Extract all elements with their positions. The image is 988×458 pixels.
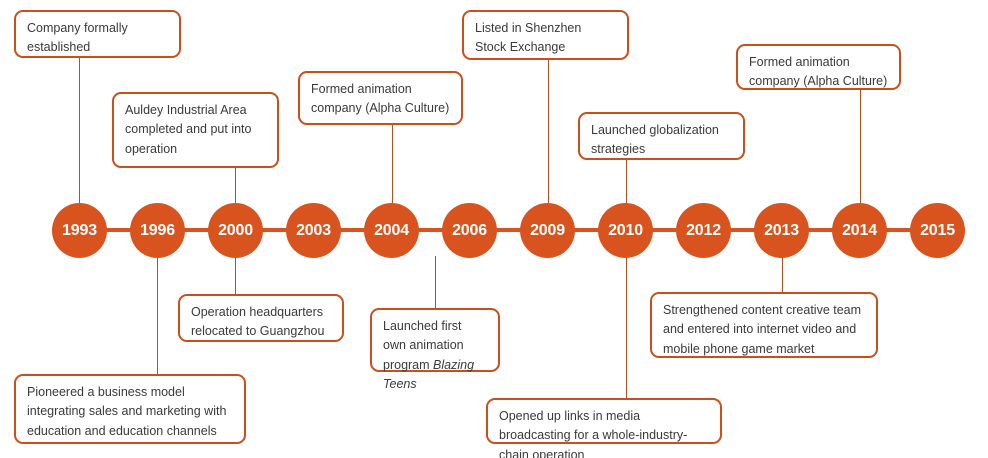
- link-segment: [417, 228, 444, 232]
- year-node-1993[interactable]: 1993: [52, 203, 107, 258]
- link-segment: [339, 228, 366, 232]
- event-box-1996-below[interactable]: Pioneered a business model integrating s…: [14, 374, 246, 444]
- connector-line-2010: [626, 160, 627, 204]
- year-node-2003[interactable]: 2003: [286, 203, 341, 258]
- connector-line-2009: [626, 256, 627, 398]
- year-node-2014[interactable]: 2014: [832, 203, 887, 258]
- link-segment: [105, 228, 132, 232]
- year-node-2015[interactable]: 2015: [910, 203, 965, 258]
- event-box-1993[interactable]: Company formally established: [14, 10, 181, 58]
- link-segment: [573, 228, 600, 232]
- event-box-2003[interactable]: Formed animation company (Alpha Culture): [298, 71, 463, 125]
- year-node-2009[interactable]: 2009: [520, 203, 575, 258]
- year-node-2006[interactable]: 2006: [442, 203, 497, 258]
- link-segment: [729, 228, 756, 232]
- link-segment: [807, 228, 834, 232]
- connector-line-1993: [79, 57, 80, 204]
- event-box-1996-above[interactable]: Auldey Industrial Area completed and put…: [112, 92, 279, 168]
- event-box-2004-below[interactable]: Launched first own animation program Bla…: [370, 308, 500, 391]
- year-node-2012[interactable]: 2012: [676, 203, 731, 258]
- connector-line-2012: [782, 256, 783, 292]
- link-segment: [183, 228, 210, 232]
- year-node-2013[interactable]: 2013: [754, 203, 809, 258]
- event-box-2012-below[interactable]: Strengthened content creative team and e…: [650, 292, 878, 358]
- connector-line-2003: [392, 125, 393, 204]
- event-text-lead: Launched first own animation program: [383, 319, 464, 372]
- connector-line-2013: [860, 90, 861, 204]
- event-box-2000-below[interactable]: Operation headquarters relocated to Guan…: [178, 294, 344, 342]
- connector-line-2006: [548, 60, 549, 204]
- year-node-2000[interactable]: 2000: [208, 203, 263, 258]
- year-node-2010[interactable]: 2010: [598, 203, 653, 258]
- connector-line-1996-top: [235, 168, 236, 204]
- event-box-2013-above[interactable]: Formed animation company (Alpha Culture): [736, 44, 901, 90]
- connector-line-2000: [235, 256, 236, 294]
- connector-line-2004: [435, 256, 436, 308]
- event-box-2006[interactable]: Listed in Shenzhen Stock Exchange: [462, 10, 629, 60]
- link-segment: [651, 228, 678, 232]
- connector-line-1996-bottom: [157, 256, 158, 374]
- year-node-2004[interactable]: 2004: [364, 203, 419, 258]
- link-segment: [261, 228, 288, 232]
- year-node-1996[interactable]: 1996: [130, 203, 185, 258]
- event-text-program-title: Blazing Teens: [383, 357, 475, 392]
- event-box-2010-above[interactable]: Launched globalization strategies: [578, 112, 745, 160]
- event-box-2009-below[interactable]: Opened up links in media broadcasting fo…: [486, 398, 722, 458]
- link-segment: [495, 228, 522, 232]
- link-segment: [885, 228, 912, 232]
